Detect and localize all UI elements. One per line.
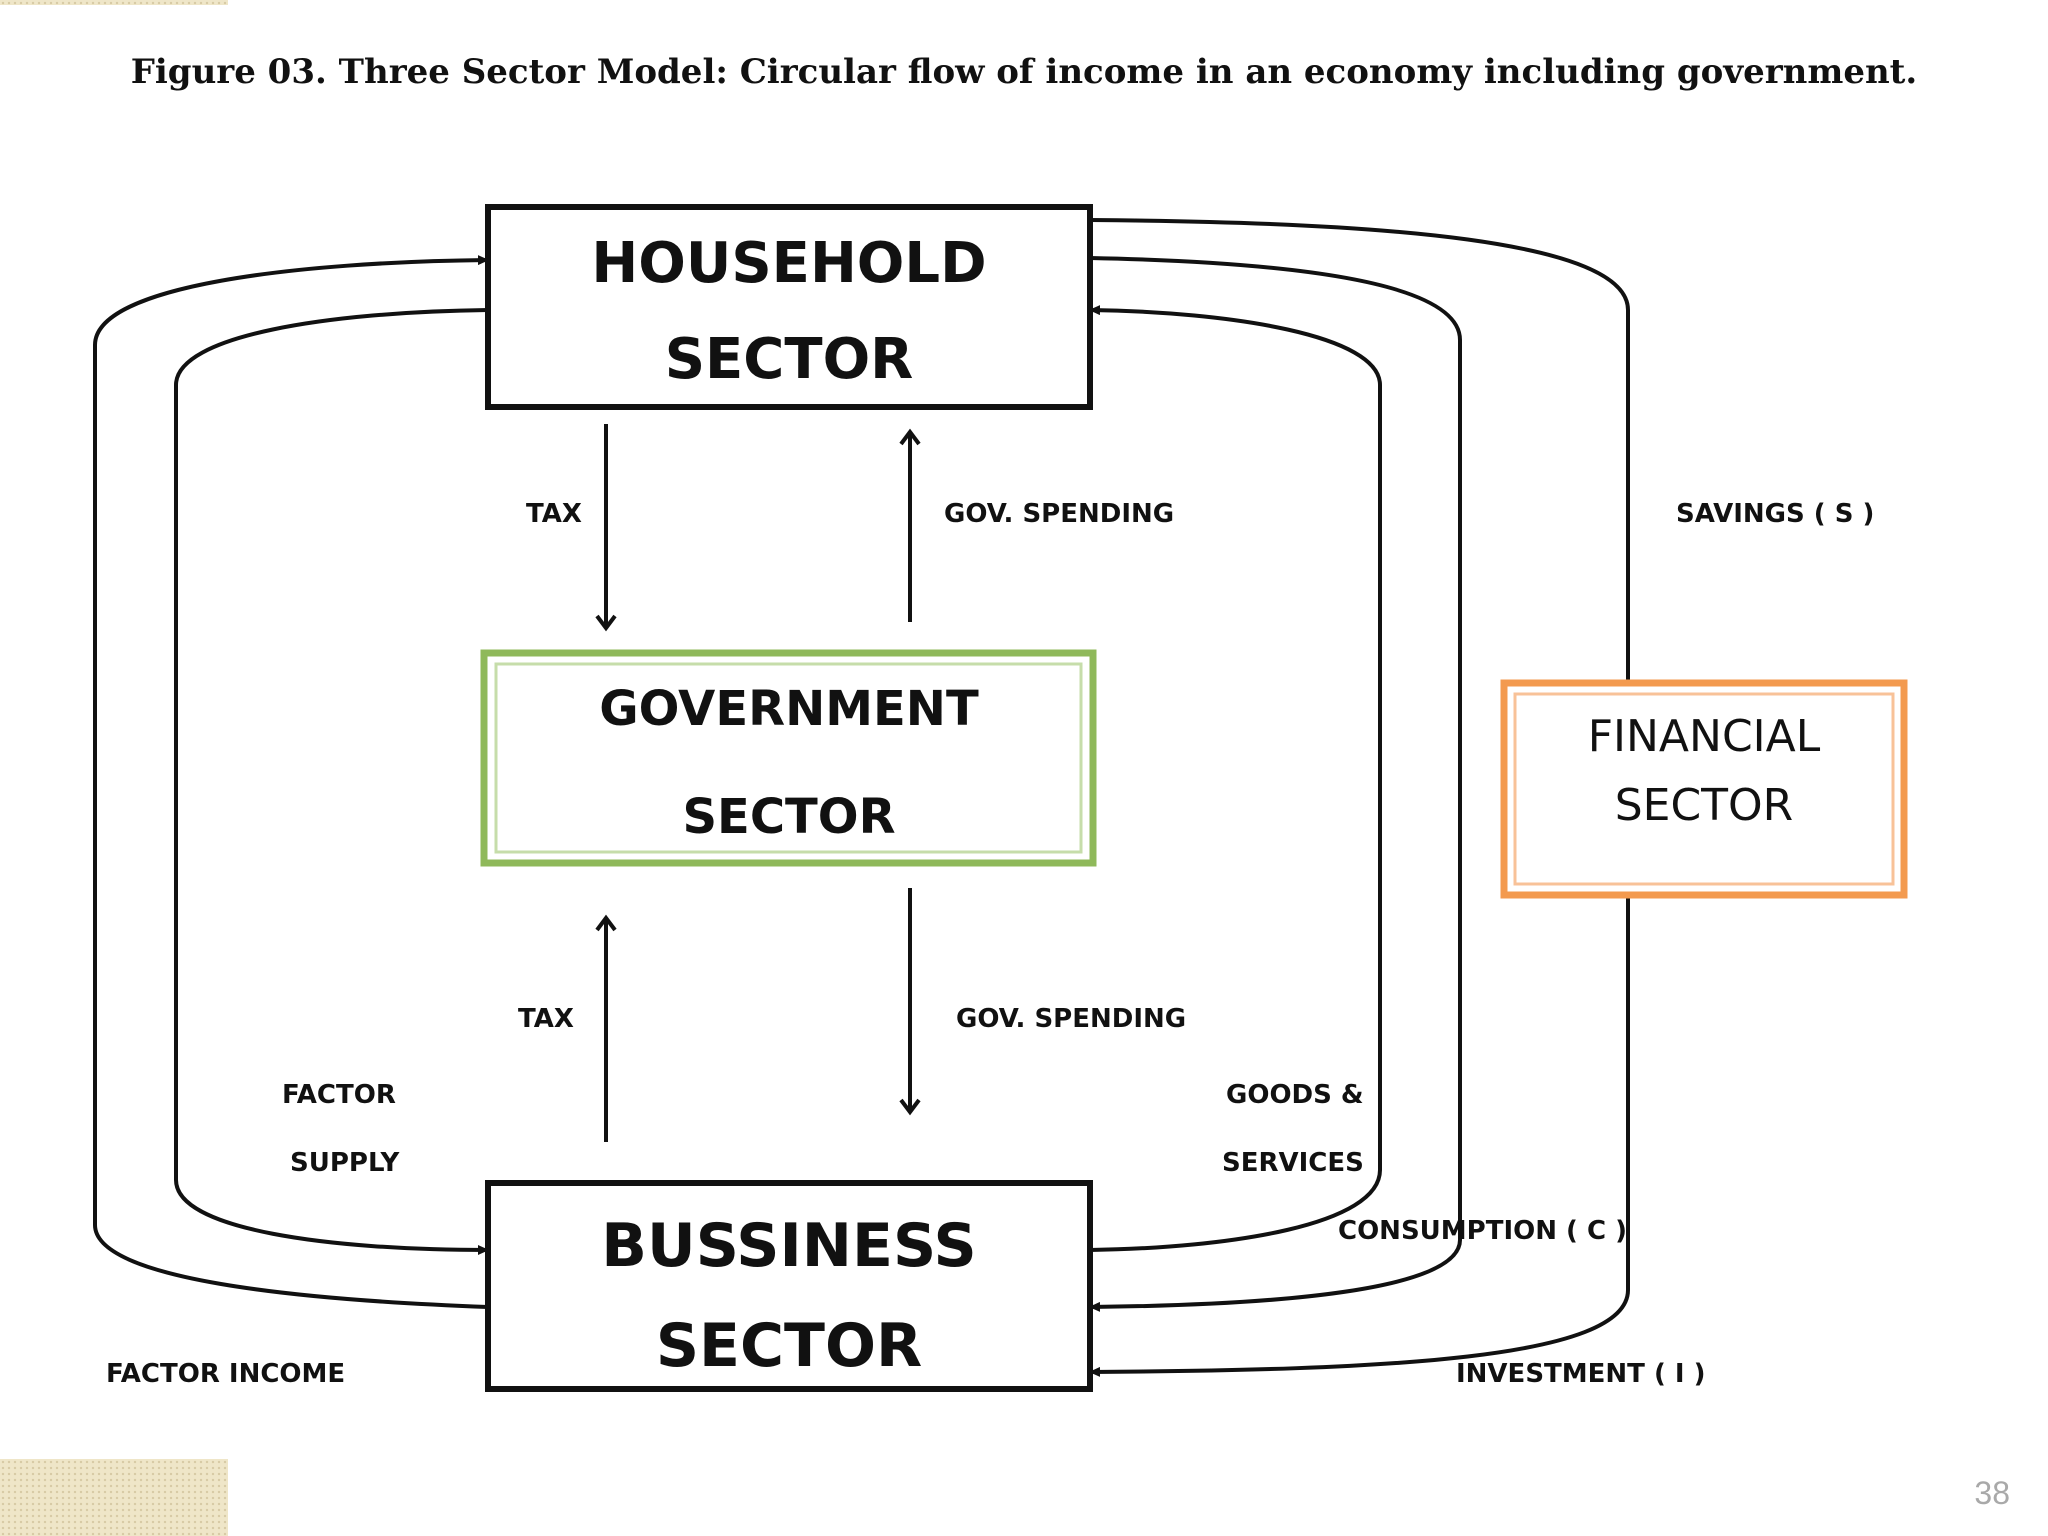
goods-services-label-line1: GOODS & [1226,1080,1364,1110]
gov-spending-label-lower: GOV. SPENDING [956,1004,1186,1034]
consumption-flow [1089,256,1462,1312]
financial-sector-subtitle: SECTOR [1615,780,1794,831]
tax-label-upper: TAX [526,499,582,529]
household-sector-title: HOUSEHOLD [591,231,986,296]
financial-sector-title: FINANCIAL [1588,711,1821,762]
goods-services-label-line2: SERVICES [1222,1148,1364,1178]
decorative-corner-top [0,0,228,5]
investment-flow [1089,895,1630,1377]
savings-label: SAVINGS ( S ) [1676,499,1874,529]
factor-income-label: FACTOR INCOME [106,1359,345,1389]
household-sector-box: HOUSEHOLD SECTOR [485,204,1093,410]
figure-caption: Figure 03. Three Sector Model: Circular … [130,52,1918,92]
government-sector-subtitle: SECTOR [682,789,895,845]
tax-label-lower: TAX [518,1004,574,1034]
decorative-corner-bottom [0,1459,228,1536]
factor-income-flow [93,255,489,1309]
savings-flow [1089,218,1630,683]
factor-supply-label-line2: SUPPLY [290,1148,400,1178]
business-sector-subtitle: SECTOR [656,1311,922,1381]
consumption-label: CONSUMPTION ( C ) [1338,1216,1627,1246]
factor-supply-flow [174,308,489,1255]
household-sector-subtitle: SECTOR [665,327,914,392]
goods-services-flow [1089,305,1382,1252]
business-sector-box: BUSSINESS SECTOR [485,1180,1093,1392]
government-sector-title: GOVERNMENT [599,681,979,737]
investment-label: INVESTMENT ( I ) [1456,1359,1706,1389]
government-sector-box: GOVERNMENT SECTOR [480,649,1097,867]
gov-spending-label-upper: GOV. SPENDING [944,499,1174,529]
factor-supply-label-line1: FACTOR [282,1080,396,1110]
business-sector-title: BUSSINESS [601,1211,976,1281]
page-number: 38 [1974,1475,2010,1511]
financial-sector-box: FINANCIAL SECTOR [1500,679,1908,899]
